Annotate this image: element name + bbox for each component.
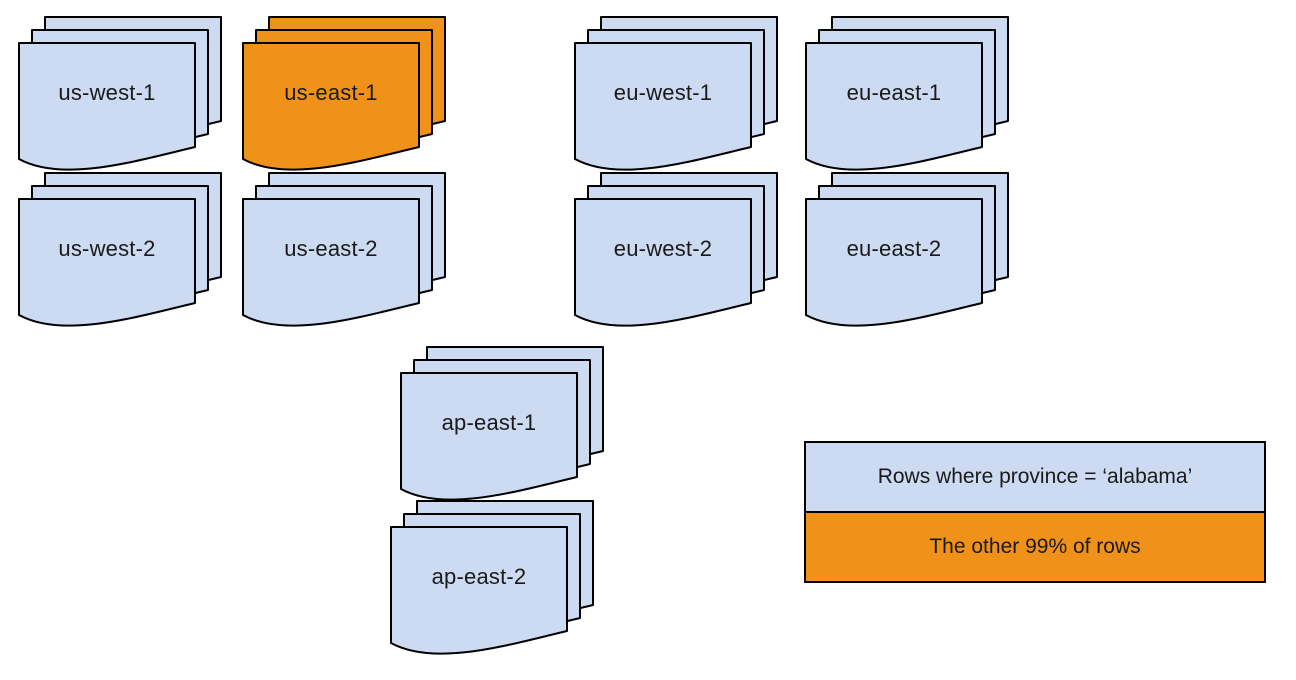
region-stack-eu-west-1[interactable]: eu-west-1 [574,16,780,176]
document-stack-icon [18,172,222,327]
document-stack-icon [18,16,222,171]
document-stack-icon [805,16,1009,171]
legend-label-other-rows: The other 99% of rows [929,535,1141,558]
region-stack-eu-east-2[interactable]: eu-east-2 [805,172,1011,332]
legend: Rows where province = ‘alabama’ The othe… [804,441,1266,583]
document-stack-icon [242,172,446,327]
region-stack-us-west-1[interactable]: us-west-1 [18,16,224,176]
document-stack-icon [574,172,778,327]
region-stack-us-west-2[interactable]: us-west-2 [18,172,224,332]
region-stack-ap-east-2[interactable]: ap-east-2 [390,500,596,660]
document-stack-icon [400,346,604,501]
legend-row-other-rows: The other 99% of rows [806,513,1264,581]
legend-label-alabama: Rows where province = ‘alabama’ [877,465,1193,488]
document-stack-icon [242,16,446,171]
region-stack-eu-west-2[interactable]: eu-west-2 [574,172,780,332]
document-stack-icon [390,500,594,655]
region-stack-eu-east-1[interactable]: eu-east-1 [805,16,1011,176]
legend-row-alabama: Rows where province = ‘alabama’ [806,443,1264,513]
region-stack-ap-east-1[interactable]: ap-east-1 [400,346,606,506]
region-stack-us-east-2[interactable]: us-east-2 [242,172,448,332]
region-stack-us-east-1[interactable]: us-east-1 [242,16,448,176]
document-stack-icon [805,172,1009,327]
document-stack-icon [574,16,778,171]
